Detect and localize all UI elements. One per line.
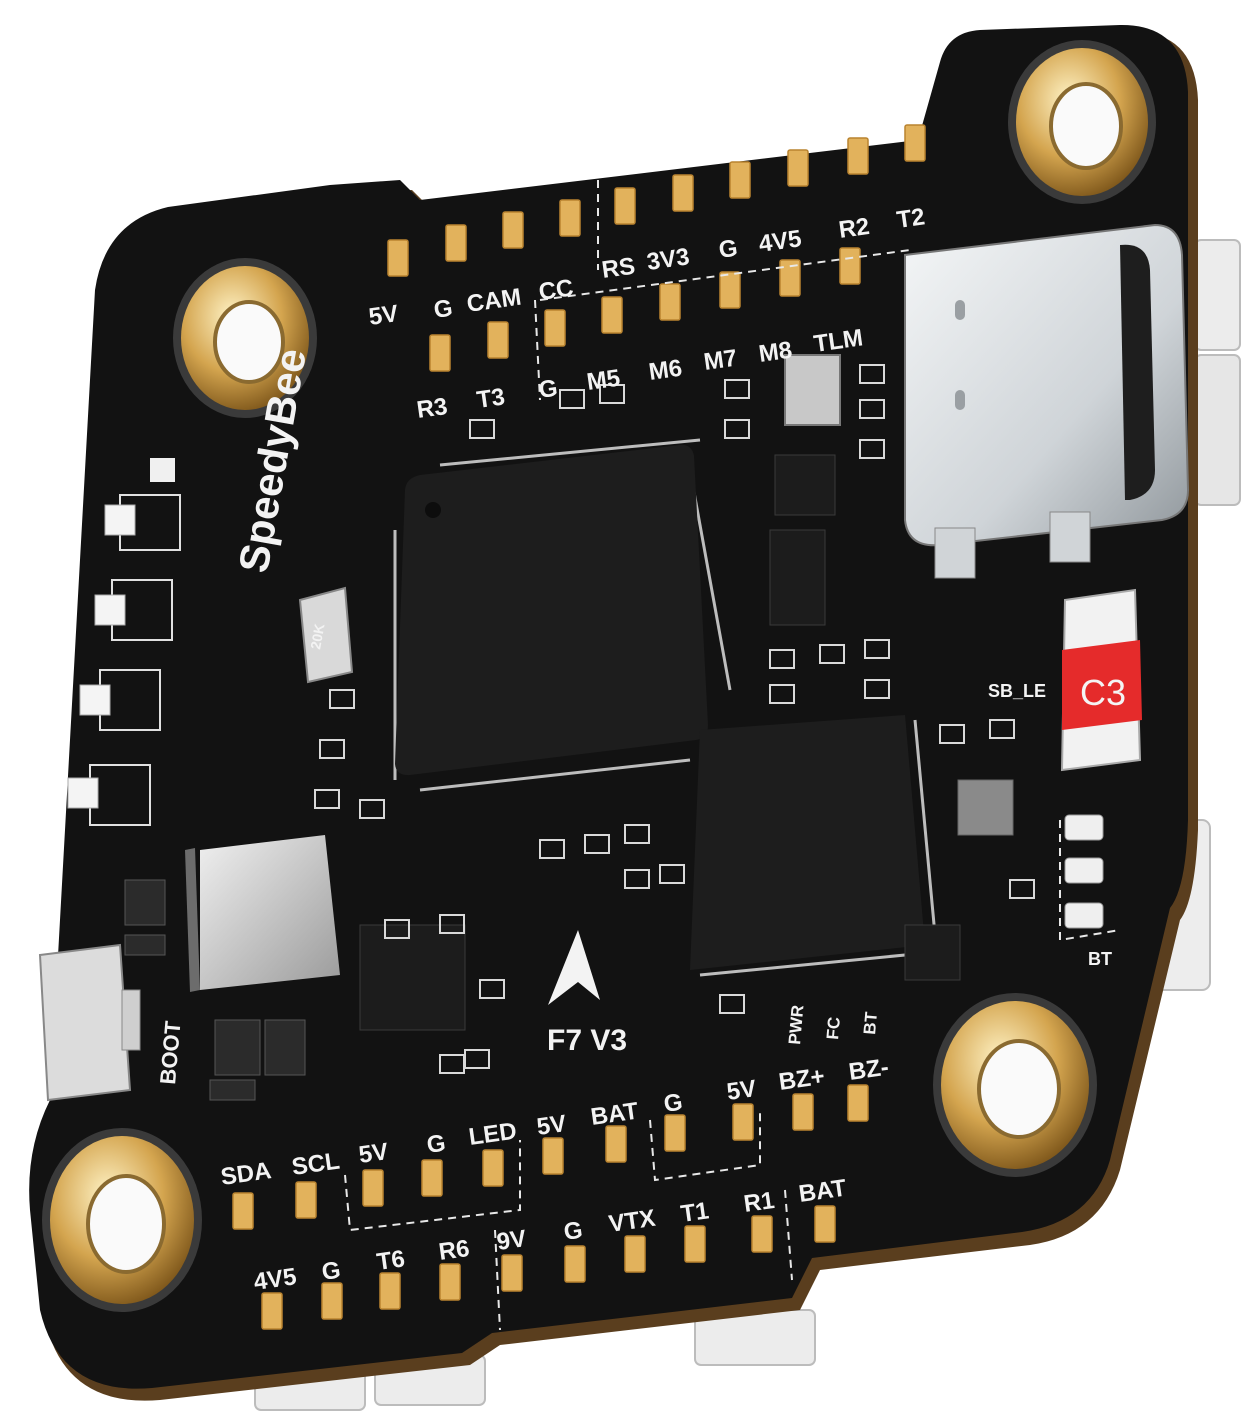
pad-label: BAT <box>797 1175 848 1208</box>
boot-button <box>38 943 141 1102</box>
svg-text:BT: BT <box>860 1011 881 1036</box>
pad-label: 4V5 <box>757 225 803 258</box>
solder-pads-top <box>387 124 926 372</box>
pad-label: G <box>662 1089 684 1118</box>
side-switches <box>67 458 181 826</box>
pad-label: 5V <box>357 1138 390 1169</box>
jumper-label: SB_LE <box>988 681 1046 701</box>
bt-label: BT <box>1088 949 1112 969</box>
silkscreen-dividers <box>344 180 1121 1331</box>
boot-label: BOOT <box>155 1019 185 1085</box>
red-component: C3 <box>1060 588 1142 772</box>
pad-label: 5V <box>725 1075 758 1106</box>
small-ics <box>359 454 1014 1031</box>
pad-label: 4V5 <box>252 1263 298 1296</box>
barometer <box>784 354 841 426</box>
model-label: F7 V3 <box>547 1024 627 1057</box>
svg-text:C3: C3 <box>1080 672 1126 713</box>
pad-label: G <box>320 1257 342 1286</box>
smd-components <box>314 364 1035 1074</box>
pad-label: BZ+ <box>777 1063 826 1096</box>
pad-label: 9V <box>495 1225 528 1256</box>
pad-label: M8 <box>757 337 794 368</box>
pad-label: T2 <box>895 203 927 234</box>
mounting-holes <box>42 40 1156 1312</box>
pad-label: 5V <box>367 300 400 331</box>
crystal: 20K <box>298 586 354 684</box>
pad-label: 3V3 <box>645 243 691 276</box>
led-labels: PWR FC BT <box>785 1004 881 1045</box>
pad-label: R3 <box>415 393 449 424</box>
power-components <box>124 879 306 1101</box>
pad-label: T1 <box>679 1197 711 1228</box>
pad-label: G <box>562 1217 584 1246</box>
pad-label: T3 <box>475 383 507 414</box>
osd-chip <box>690 715 937 977</box>
mcu-chip <box>393 438 732 792</box>
pad-labels-bottom: SDA SCL 5V G LED 5V BAT G 5V BZ+ BZ- 4V5… <box>219 1054 890 1296</box>
pad-label: SCL <box>290 1148 341 1181</box>
pad-label: G <box>432 295 454 324</box>
pad-label: BAT <box>589 1098 640 1131</box>
pad-label: 5V <box>535 1110 568 1141</box>
pad-label: RS <box>600 253 637 284</box>
resistor-marking: 20K <box>307 622 327 650</box>
pad-label: R2 <box>837 213 871 244</box>
pad-label: VTX <box>607 1205 657 1238</box>
pad-label: M7 <box>702 345 739 376</box>
pad-label: G <box>537 375 559 404</box>
solder-pads-bottom <box>232 1084 869 1330</box>
pad-label: M5 <box>585 365 622 396</box>
usb-c-port <box>904 223 1190 579</box>
svg-text:PWR: PWR <box>785 1004 807 1045</box>
regulator-shield <box>185 835 340 992</box>
pad-label: CC <box>537 274 575 306</box>
pad-labels-top: 5V G CAM CC RS 3V3 G 4V5 R2 T2 R3 T3 G M… <box>367 203 927 424</box>
direction-arrow <box>548 930 600 1005</box>
pad-label: T6 <box>375 1245 407 1276</box>
pad-label: M6 <box>647 355 684 386</box>
pad-label: G <box>717 235 739 264</box>
pad-label: R1 <box>742 1187 776 1218</box>
pad-label: LED <box>467 1118 518 1151</box>
pad-label: G <box>425 1130 447 1159</box>
svg-text:FC: FC <box>823 1016 844 1040</box>
pad-label: R6 <box>437 1235 471 1266</box>
pad-label: BZ- <box>847 1054 890 1086</box>
status-leds <box>1064 814 1104 929</box>
